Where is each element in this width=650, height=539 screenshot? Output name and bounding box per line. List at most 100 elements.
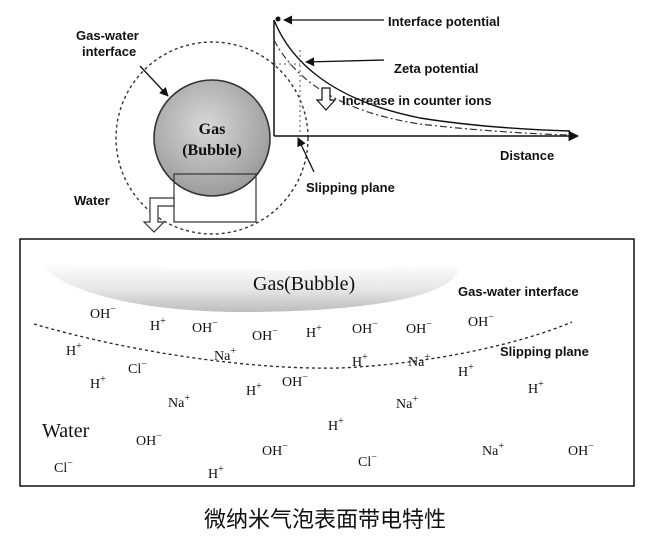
ion-charge: − <box>371 452 377 463</box>
ion-charge: + <box>468 362 474 373</box>
ion-base: Na <box>396 397 413 412</box>
ion-base: H <box>66 344 76 359</box>
ion-label: OH− <box>282 372 308 390</box>
gas-water-interface-label-bottom: Gas-water interface <box>458 284 579 299</box>
ion-charge: + <box>256 381 262 392</box>
slipping-plane-label-bottom: Slipping plane <box>500 344 589 359</box>
gas-bubble <box>153 79 271 197</box>
ion-label: OH− <box>262 441 288 459</box>
ion-label: H+ <box>208 464 224 482</box>
ion-charge: − <box>156 431 162 442</box>
ion-label: H+ <box>150 316 166 334</box>
counter-ions-label: Increase in counter ions <box>342 93 492 108</box>
interface-pointer-arrow <box>139 65 169 97</box>
counter-ion-arrow <box>315 87 337 111</box>
ion-base: OH <box>568 444 588 459</box>
top-schematic: Gas (Bubble) Gas-water interface Water I… <box>74 14 580 235</box>
bottom-panel: Gas(Bubble) Gas-water interface Slipping… <box>19 238 635 487</box>
ion-charge: − <box>302 372 308 383</box>
figure-caption: 微纳米气泡表面带电特性 <box>203 508 446 533</box>
ion-label: Cl− <box>54 458 73 476</box>
reduced-potential-curve <box>273 39 571 136</box>
ion-label: OH− <box>90 304 116 322</box>
ion-label: H+ <box>306 323 322 341</box>
ion-charge: + <box>76 341 82 352</box>
zeta-potential-pointer <box>305 57 385 67</box>
ion-base: Na <box>408 355 425 370</box>
ion-label: Na+ <box>396 394 418 412</box>
ion-charge: − <box>141 359 147 370</box>
ion-label: Na+ <box>408 352 430 370</box>
ion-base: Na <box>168 396 185 411</box>
ion-charge: + <box>412 394 418 405</box>
ion-base: OH <box>406 322 426 337</box>
interface-potential-label: Interface potential <box>388 14 500 29</box>
ion-base: OH <box>352 322 372 337</box>
ion-label: Na+ <box>214 346 236 364</box>
ion-base: Cl <box>54 461 67 476</box>
ion-label: OH− <box>352 319 378 337</box>
ion-base: H <box>150 319 160 334</box>
ion-charge: + <box>160 316 166 327</box>
ion-charge: − <box>588 441 594 452</box>
ion-base: OH <box>282 375 302 390</box>
ion-label: OH− <box>568 441 594 459</box>
ion-charge: − <box>110 304 116 315</box>
ion-charge: + <box>218 464 224 475</box>
bubble-label-line1: Gas <box>199 121 226 138</box>
ion-charge: + <box>230 346 236 357</box>
ion-label: OH− <box>192 318 218 336</box>
ion-base: H <box>458 365 468 380</box>
ion-base: H <box>208 467 218 482</box>
ion-charge: + <box>424 352 430 363</box>
ion-label: Na+ <box>168 393 190 411</box>
ion-charge: − <box>67 458 73 469</box>
ion-label: H+ <box>246 381 262 399</box>
water-label-bottom: Water <box>42 420 90 442</box>
ion-base: Na <box>482 444 499 459</box>
ion-base: OH <box>136 434 156 449</box>
ion-label: Cl− <box>358 452 377 470</box>
ion-base: H <box>528 382 538 397</box>
ion-charge: + <box>538 379 544 390</box>
ion-label: H+ <box>66 341 82 359</box>
ion-base: Cl <box>358 455 371 470</box>
ion-charge: − <box>426 319 432 330</box>
ion-base: H <box>306 326 316 341</box>
ion-charge: − <box>212 318 218 329</box>
ion-layer: OH−H+OH−OH−H+OH−OH−OH−H+Cl−Na+H+Na+H+H+N… <box>54 304 594 482</box>
slipping-plane-circle <box>115 41 309 235</box>
ion-charge: + <box>316 323 322 334</box>
ion-base: OH <box>468 315 488 330</box>
ion-base: OH <box>90 307 110 322</box>
ion-base: Cl <box>128 362 141 377</box>
ion-label: OH− <box>468 312 494 330</box>
gas-water-interface-label-line2: interface <box>82 44 136 59</box>
ion-charge: + <box>498 441 504 452</box>
gas-water-interface-label-line1: Gas-water <box>76 28 139 43</box>
ion-base: OH <box>192 321 212 336</box>
ion-label: Cl− <box>128 359 147 377</box>
interface-potential-curve <box>273 19 571 132</box>
ion-label: H+ <box>90 374 106 392</box>
ion-charge: + <box>362 352 368 363</box>
bubble-label-line2: (Bubble) <box>182 142 242 159</box>
ion-charge: − <box>272 326 278 337</box>
ion-label: OH− <box>136 431 162 449</box>
slipping-plane-curve <box>33 321 573 369</box>
ion-label: Na+ <box>482 441 504 459</box>
ion-base: H <box>246 384 256 399</box>
ion-base: H <box>352 355 362 370</box>
ion-base: OH <box>252 329 272 344</box>
ion-label: H+ <box>528 379 544 397</box>
ion-charge: + <box>338 416 344 427</box>
bubble-label-bottom: Gas(Bubble) <box>253 273 355 295</box>
ion-base: H <box>328 419 338 434</box>
slipping-plane-label-top: Slipping plane <box>306 180 395 195</box>
ion-base: Na <box>214 349 231 364</box>
ion-label: OH− <box>252 326 278 344</box>
ion-base: OH <box>262 444 282 459</box>
ion-label: H+ <box>352 352 368 370</box>
